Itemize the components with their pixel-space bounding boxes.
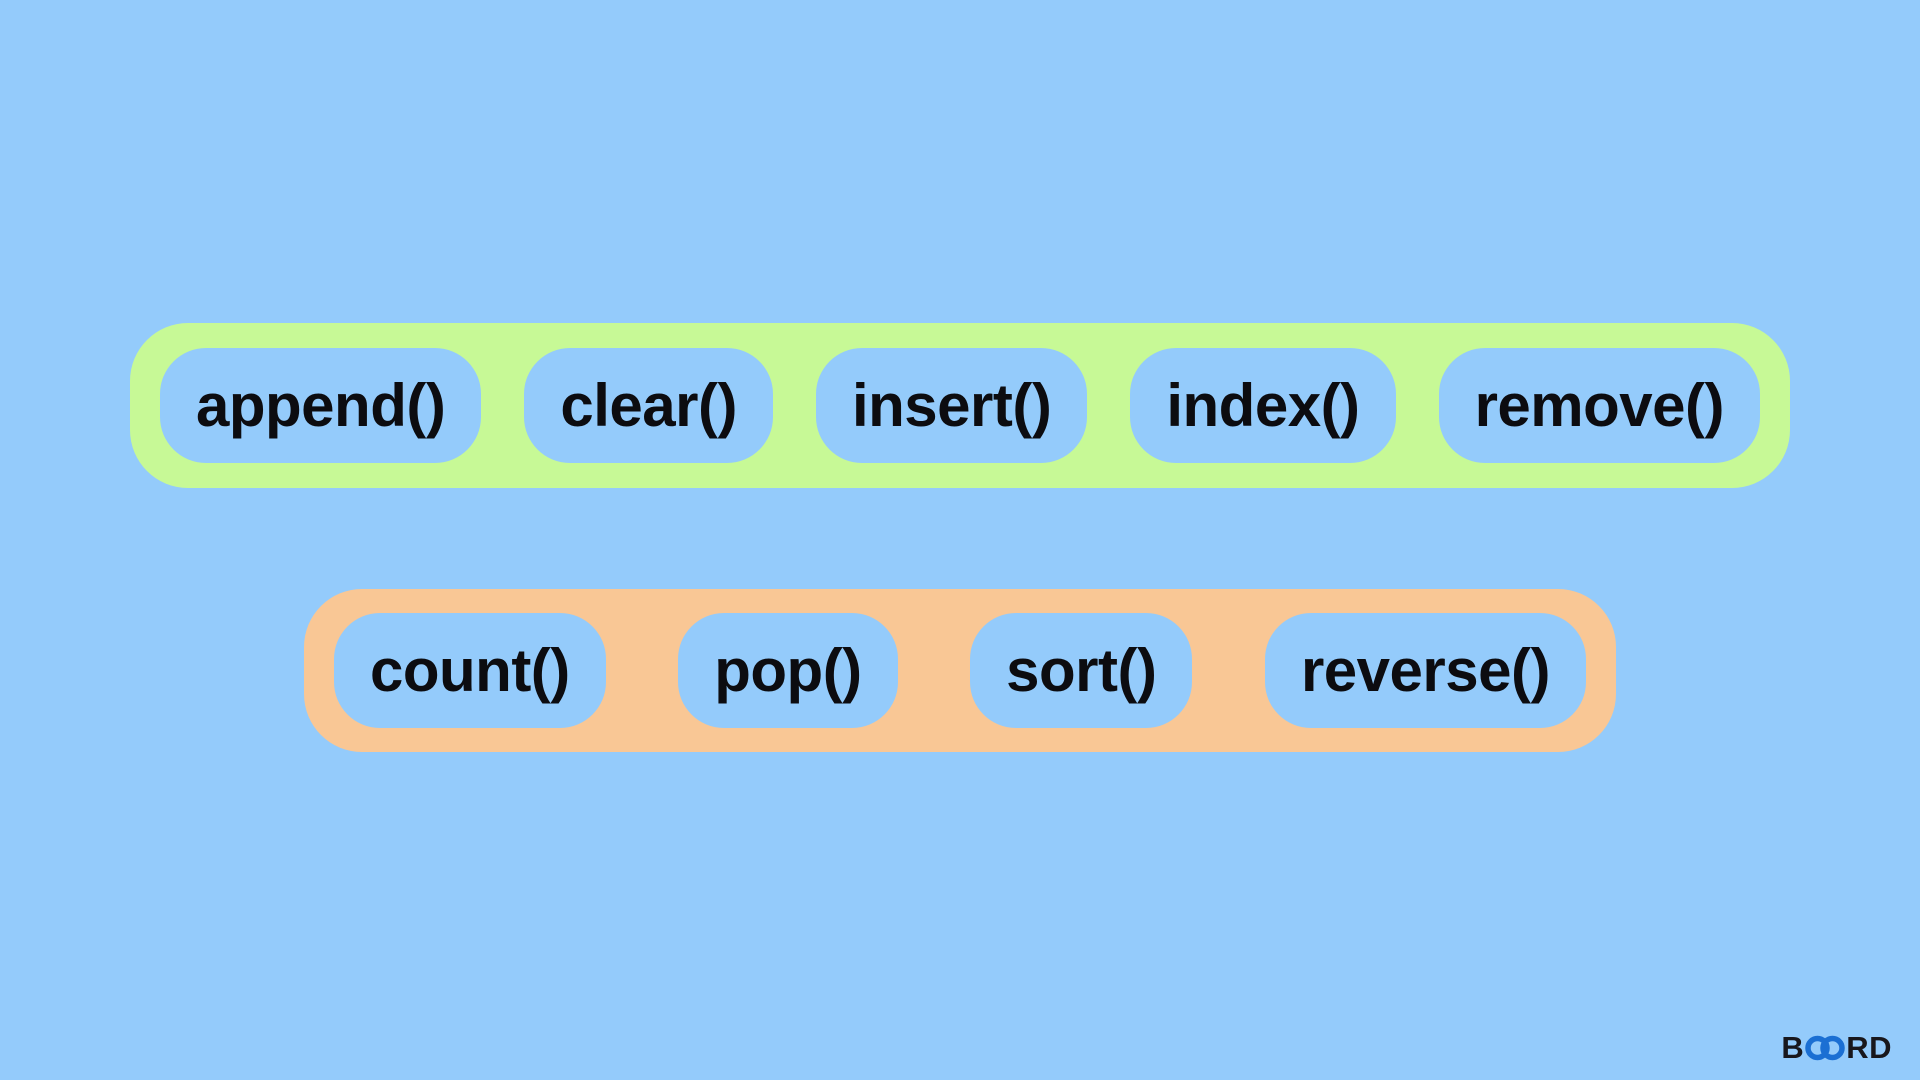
method-group-green: append() clear() insert() index() remove…: [130, 323, 1790, 488]
board-logo-prefix: B: [1781, 1030, 1805, 1065]
method-pill-count: count(): [334, 613, 606, 728]
method-pill-append: append(): [160, 348, 482, 463]
method-pill-index: index(): [1130, 348, 1396, 463]
method-pill-reverse: reverse(): [1264, 613, 1586, 728]
board-logo: B RD: [1781, 1030, 1892, 1066]
method-pill-clear: clear(): [524, 348, 773, 463]
method-group-orange: count() pop() sort() reverse(): [304, 589, 1616, 752]
method-pill-insert: insert(): [815, 348, 1088, 463]
infinity-icon: [1804, 1033, 1846, 1063]
method-pill-sort: sort(): [970, 613, 1193, 728]
method-pill-pop: pop(): [678, 613, 898, 728]
board-logo-suffix: RD: [1846, 1030, 1892, 1065]
method-pill-remove: remove(): [1438, 348, 1760, 463]
